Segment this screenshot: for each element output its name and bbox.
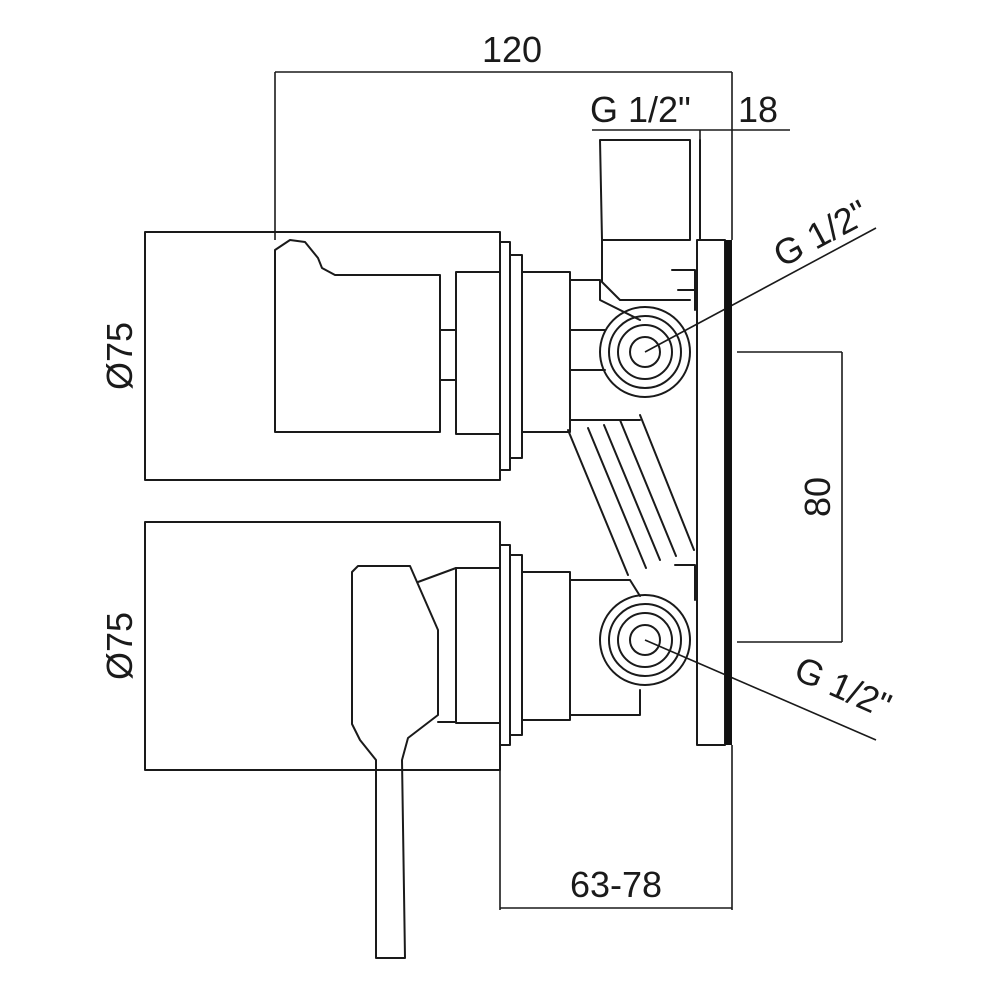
lower-sleeve [521,571,571,721]
lower-body-line-2 [569,689,641,716]
lower-rosette-lip [499,544,511,746]
lower-inlet-ring-2 [617,612,673,668]
upper-inlet-ring [608,315,682,389]
connecting-pipe [567,414,695,576]
upper-inlet [599,306,691,398]
wall-plate [696,139,732,746]
label-6378: 63-78 [570,864,662,905]
dimension-lines [144,71,877,910]
pipe-line-2 [587,427,647,569]
lower-inlet-ring [608,603,682,677]
upper-clip [671,269,696,311]
upper-handle [274,239,441,433]
outlet-neck [601,239,691,301]
lower-clip [674,564,696,601]
lower-lever [351,565,439,959]
lower-inlet [599,594,691,686]
label-upper-inlet-thread: G 1/2" [767,192,875,276]
upper-spindle [439,329,457,381]
label-lower-inlet-thread: G 1/2" [789,648,898,726]
label-top-thread: G 1/2" [590,89,691,130]
upper-sleeve [521,271,571,433]
top-outlet [599,139,691,301]
pipe-line-1 [567,429,629,576]
upper-body-line-1 [569,279,641,321]
label-upper-dia: Ø75 [99,322,140,390]
label-18: 18 [738,89,778,130]
upper-pipe [569,329,606,371]
lower-assembly [144,521,696,959]
lower-flange [509,554,523,736]
upper-inlet-ring-2 [617,324,673,380]
pipe-line-4 [619,419,677,557]
upper-inlet-bore [629,336,661,368]
plate-dark-edge [725,240,732,745]
leader-upper-inlet [644,227,877,353]
lower-body-line-1 [569,579,641,597]
lower-inlet-outer [599,594,691,686]
lower-rosette [144,521,501,771]
upper-rosette-lip [499,241,511,471]
outlet-body [599,139,691,241]
dimension-labels: 120 G 1/2" 18 Ø75 Ø75 80 63-78 G 1/2" G … [99,29,898,905]
label-lower-dia: Ø75 [99,612,140,680]
upper-assembly [144,231,696,481]
label-80: 80 [797,477,838,517]
leader-lower-inlet [644,639,877,741]
pipe-line-5 [639,414,695,551]
label-120: 120 [482,29,542,70]
lower-inlet-bore [629,624,661,656]
lower-cap [455,567,501,724]
upper-cap [455,271,501,435]
pipe-line-3 [603,424,661,561]
upper-flange [509,254,523,459]
upper-inlet-outer [599,306,691,398]
